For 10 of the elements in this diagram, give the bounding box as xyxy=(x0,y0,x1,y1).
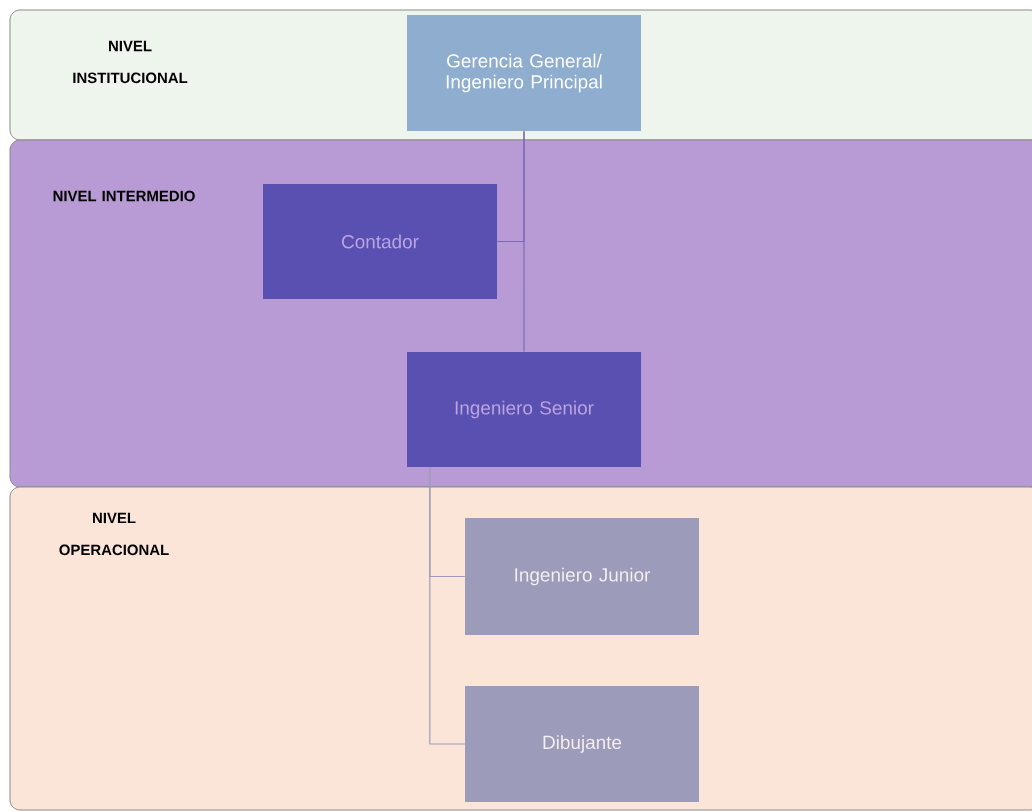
connector-line xyxy=(523,130,525,353)
band-heading: NIVEL OPERACIONAL xyxy=(59,512,169,556)
band-heading: NIVEL INTERMEDIO xyxy=(53,190,195,202)
position-box: Contador xyxy=(263,184,497,299)
position-box: Ingeniero Senior xyxy=(407,352,641,467)
connector-line xyxy=(429,466,466,745)
position-box: Gerencia General/ Ingeniero Principal xyxy=(407,15,641,131)
band-heading: NIVEL INSTITUCIONAL xyxy=(73,40,188,84)
position-box: Dibujante xyxy=(465,686,699,802)
position-box: Ingeniero Junior xyxy=(465,518,699,635)
